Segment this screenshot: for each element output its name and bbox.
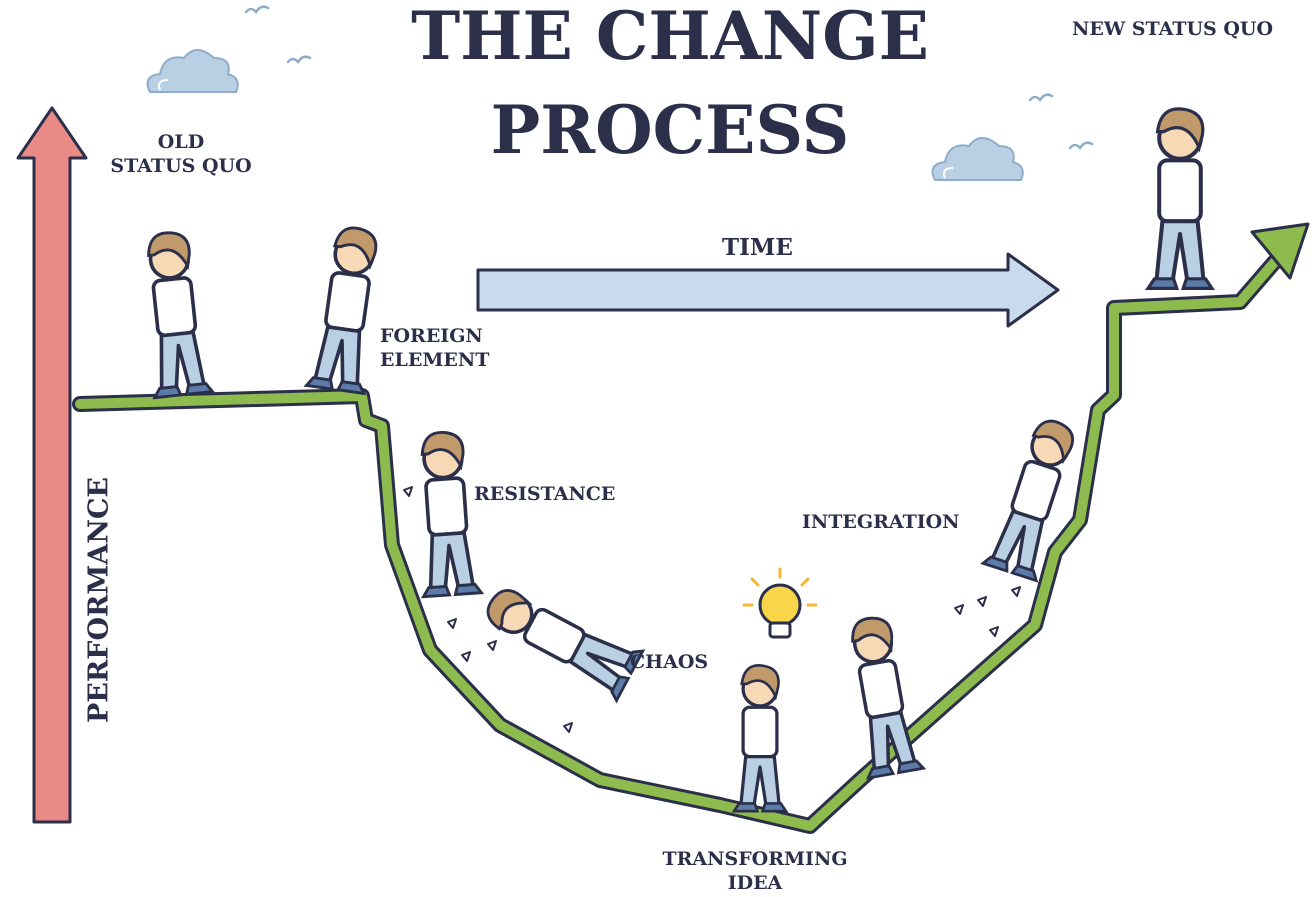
title-line-1: THE CHANGE xyxy=(411,0,929,75)
change-curve-path xyxy=(72,222,1310,834)
stage-label-new-status-quo: NEW STATUS QUO xyxy=(1072,18,1274,40)
person-icon xyxy=(304,222,389,396)
person-icon xyxy=(135,227,215,400)
performance-axis-label: PERFORMANCE xyxy=(83,476,115,724)
person-icon xyxy=(839,611,926,780)
debris-shard xyxy=(977,596,987,607)
stage-label-old-status-quo: OLD STATUS QUO xyxy=(96,130,266,178)
performance-axis-arrow xyxy=(16,106,88,824)
debris-shard xyxy=(461,651,471,662)
time-axis-arrow xyxy=(476,252,1060,328)
stage-label-line: OLD xyxy=(157,131,205,153)
person-icon xyxy=(981,412,1087,583)
page-title: THE CHANGE PROCESS xyxy=(390,0,950,166)
stage-label-line: TRANSFORMING xyxy=(662,848,848,870)
debris-shard xyxy=(954,604,964,615)
stage-label-line: FOREIGN xyxy=(380,325,483,347)
bird-icon xyxy=(1028,93,1054,102)
stage-label-line: IDEA xyxy=(727,872,783,894)
person-icon xyxy=(732,663,788,813)
person-icon xyxy=(410,428,484,599)
debris-shard xyxy=(487,640,497,651)
lightbulb-icon xyxy=(742,567,818,639)
time-axis-label: TIME xyxy=(722,234,793,261)
stage-label-integration: INTEGRATION xyxy=(802,511,960,533)
stage-label-line: ELEMENT xyxy=(380,349,490,371)
bird-icon xyxy=(286,55,312,64)
stage-label-resistance: RESISTANCE xyxy=(474,483,616,505)
debris-shard xyxy=(403,486,413,497)
cloud-icon xyxy=(146,49,239,93)
stage-label-transforming-idea: TRANSFORMING IDEA xyxy=(640,847,870,895)
debris-shard xyxy=(563,722,573,733)
stage-label-foreign-element: FOREIGN ELEMENT xyxy=(380,324,510,372)
stage-label-line: STATUS QUO xyxy=(110,155,252,177)
person-icon xyxy=(1148,109,1212,289)
stage-label-chaos: CHAOS xyxy=(630,651,709,673)
bird-icon xyxy=(1068,141,1094,150)
debris-shard xyxy=(1011,586,1021,597)
debris-shard xyxy=(447,618,457,629)
bird-icon xyxy=(244,5,270,14)
person-icon xyxy=(476,575,645,703)
debris-shard xyxy=(989,626,999,637)
title-line-2: PROCESS xyxy=(490,91,850,169)
